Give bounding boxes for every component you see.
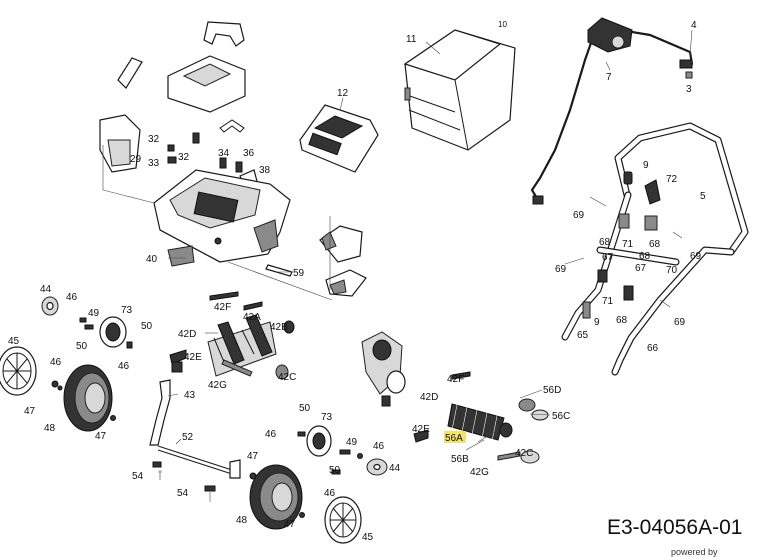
- motor-deck: [153, 169, 367, 297]
- label-46-f: 46: [324, 488, 336, 499]
- label-69-b: 69: [690, 251, 702, 262]
- spring-roller-assembly: [361, 331, 551, 464]
- label-45-a: 45: [8, 336, 20, 347]
- label-9-b: 9: [594, 317, 600, 328]
- label-69-d: 69: [674, 317, 686, 328]
- label-67-a: 67: [602, 252, 614, 263]
- label-34: 34: [218, 148, 230, 159]
- label-70: 70: [666, 265, 678, 276]
- label-42B: 42B: [270, 322, 288, 333]
- label-45-b: 45: [362, 532, 374, 543]
- label-48-a: 48: [44, 423, 56, 434]
- upper-housing-parts: [99, 21, 379, 191]
- label-43: 43: [184, 390, 196, 401]
- left-wheel-assembly: [0, 296, 133, 432]
- label-46-b: 46: [118, 361, 130, 372]
- label-69-c: 69: [555, 264, 567, 275]
- height-lever-assembly: [149, 361, 241, 502]
- label-71-a: 71: [622, 239, 634, 250]
- label-29: 29: [130, 154, 142, 165]
- label-68-d: 68: [616, 315, 628, 326]
- label-52: 52: [182, 432, 194, 443]
- label-68-a: 68: [599, 237, 611, 248]
- cable-switch-assembly: [530, 17, 694, 205]
- label-67-b: 67: [635, 263, 647, 274]
- label-44-a: 44: [40, 284, 52, 295]
- label-7: 7: [606, 72, 612, 83]
- label-72: 72: [666, 174, 678, 185]
- label-40: 40: [146, 254, 158, 265]
- label-47-d: 47: [284, 519, 296, 530]
- label-3: 3: [686, 84, 692, 95]
- label-42E-b: 42E: [412, 424, 430, 435]
- label-49-a: 49: [88, 308, 100, 319]
- label-48-b: 48: [236, 515, 248, 526]
- label-54-a: 54: [132, 471, 144, 482]
- label-4: 4: [691, 20, 697, 31]
- highlight-56A: [444, 431, 466, 443]
- label-12: 12: [337, 88, 349, 99]
- label-54-b: 54: [177, 488, 189, 499]
- label-32-b: 32: [178, 152, 190, 163]
- label-47-b: 47: [95, 431, 107, 442]
- footer-powered-by: powered by: [671, 547, 718, 557]
- label-42F-b: 42F: [447, 374, 464, 385]
- label-33: 33: [148, 158, 160, 169]
- label-42D-a: 42D: [178, 329, 196, 340]
- label-46-c: 46: [50, 357, 62, 368]
- label-38: 38: [259, 165, 271, 176]
- label-5: 5: [700, 191, 706, 202]
- label-50-d: 50: [329, 465, 341, 476]
- label-42F-a: 42F: [214, 302, 231, 313]
- label-42G-b: 42G: [470, 467, 489, 478]
- leader-lines: [167, 29, 693, 445]
- label-50-c: 50: [299, 403, 311, 414]
- label-71-b: 71: [602, 296, 614, 307]
- label-42E-a: 42E: [184, 352, 202, 363]
- label-11: 11: [406, 34, 417, 45]
- label-73-a: 73: [121, 305, 133, 316]
- label-66: 66: [647, 343, 659, 354]
- assembly-guide-lines: [102, 145, 333, 301]
- right-wheel-assembly: [249, 425, 388, 544]
- label-56B: 56B: [451, 454, 469, 465]
- tine-roller-assembly: [169, 291, 295, 380]
- label-47-c: 47: [247, 451, 259, 462]
- label-65: 65: [577, 330, 589, 341]
- label-42A: 42A: [243, 312, 261, 323]
- label-56D: 56D: [543, 385, 561, 396]
- label-36: 36: [243, 148, 255, 159]
- label-46-d: 46: [265, 429, 277, 440]
- handle-clamps: [564, 171, 683, 319]
- label-49-b: 49: [346, 437, 358, 448]
- label-59: 59: [293, 268, 305, 279]
- label-56A: 56A: [445, 433, 463, 444]
- label-42D-b: 42D: [420, 392, 438, 403]
- label-46-a: 46: [66, 292, 78, 303]
- part-labels: 10 11 4 7 3 12 29 32 32 33 34 36 38 40 5…: [8, 20, 706, 543]
- label-73-b: 73: [321, 412, 333, 423]
- label-47-a: 47: [24, 406, 36, 417]
- label-68-b: 68: [649, 239, 661, 250]
- label-42C-b: 42C: [515, 448, 533, 459]
- diagram-reference-code: E3-04056A-01: [607, 516, 743, 539]
- label-50-b: 50: [76, 341, 88, 352]
- label-50-a: 50: [141, 321, 153, 332]
- label-42C-a: 42C: [278, 372, 296, 383]
- label-10: 10: [498, 20, 507, 29]
- label-69-a: 69: [573, 210, 585, 221]
- label-46-e: 46: [373, 441, 385, 452]
- label-44-b: 44: [389, 463, 401, 474]
- handle-frame: [561, 122, 749, 376]
- label-56C: 56C: [552, 411, 570, 422]
- label-42G-a: 42G: [208, 380, 227, 391]
- label-68-c: 68: [639, 251, 651, 262]
- label-32-a: 32: [148, 134, 160, 145]
- label-9-a: 9: [643, 160, 649, 171]
- grass-box: [403, 29, 516, 151]
